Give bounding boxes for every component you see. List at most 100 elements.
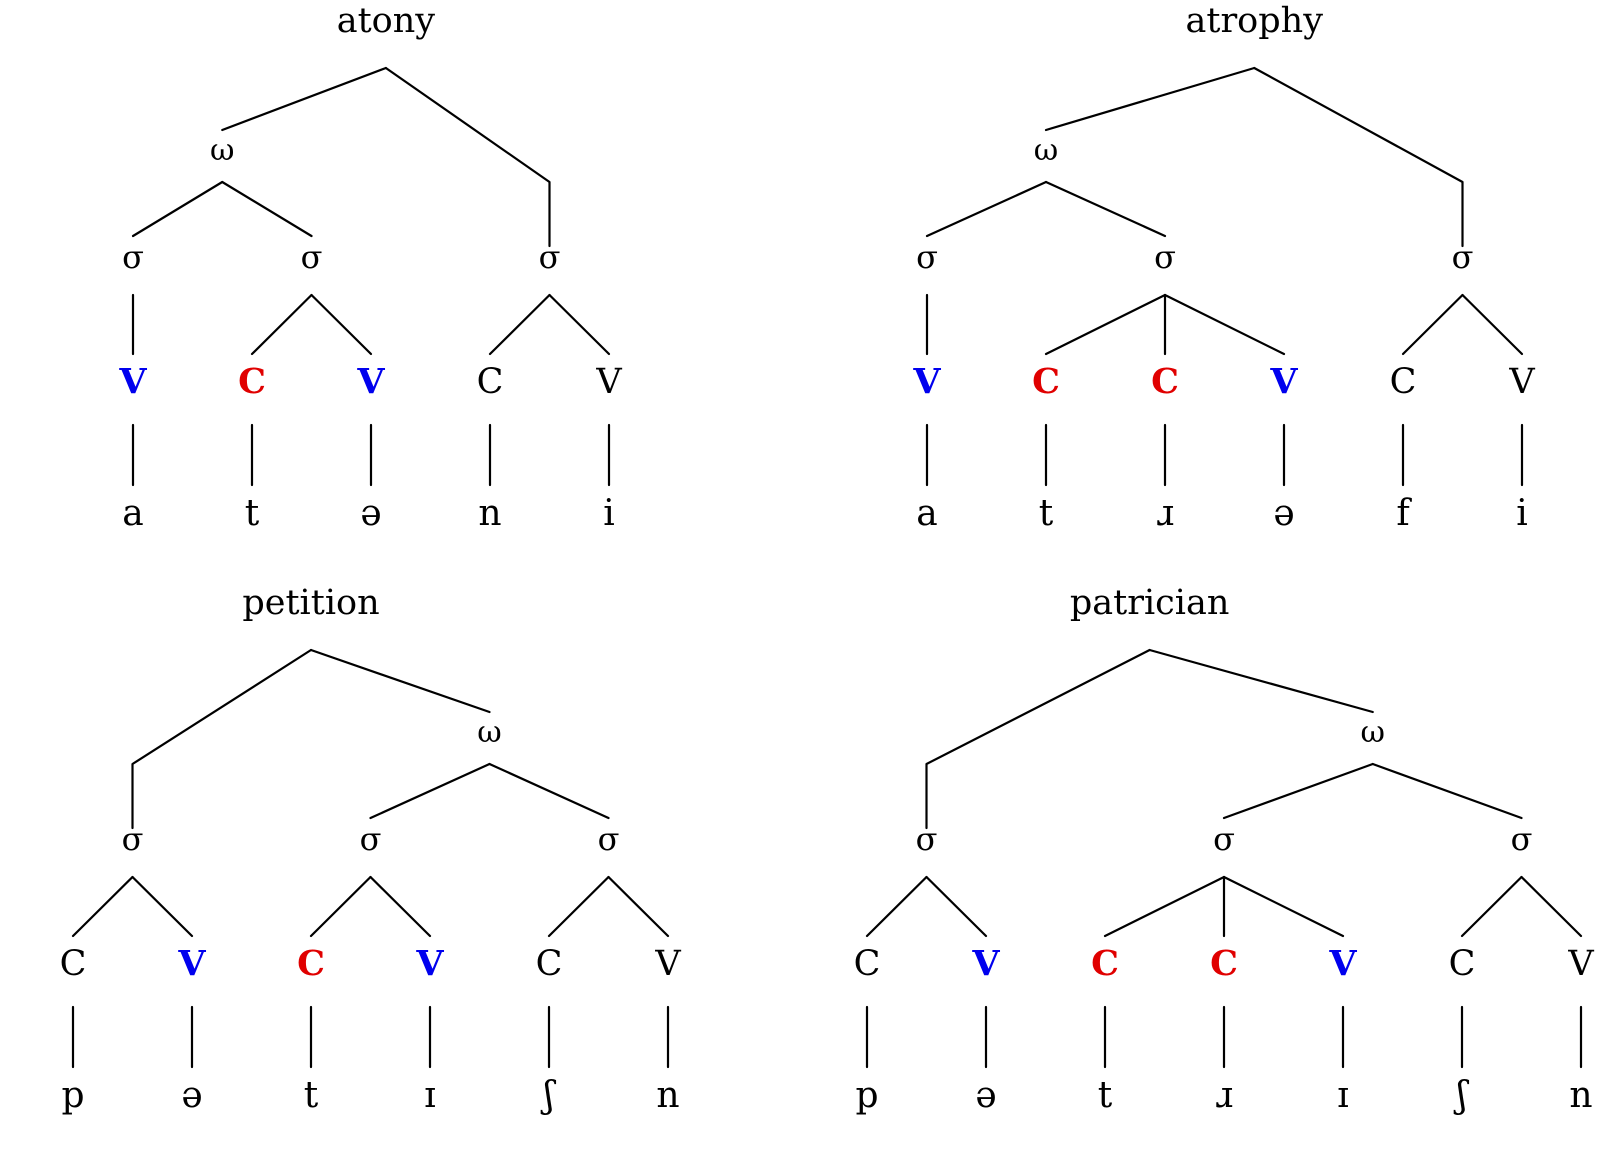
segment: ə: [181, 1075, 202, 1116]
syllable-branch: [1460, 875, 1523, 938]
segment: ʃ: [1453, 1075, 1469, 1116]
segment: i: [603, 493, 615, 534]
syllable-branch: [369, 875, 432, 938]
segment: p: [855, 1075, 878, 1116]
segment: ɹ: [1215, 1075, 1233, 1116]
cv-slot-c: C: [854, 944, 881, 984]
cv-slot-c: C: [1151, 361, 1179, 402]
tree-title: atony: [337, 1, 436, 41]
prosodic-word-node: ω: [1361, 715, 1385, 750]
segment: f: [1396, 493, 1412, 534]
syllable-node: σ: [916, 820, 938, 858]
root-branch: [1148, 648, 1374, 714]
segment: p: [61, 1075, 84, 1116]
cv-slot-v: V: [595, 362, 622, 402]
syllable-branch: [250, 293, 313, 356]
prosodic-word-node: ω: [1034, 133, 1058, 168]
root-branch: [221, 66, 387, 132]
segment: ɪ: [1337, 1075, 1349, 1116]
tree-title: patrician: [1070, 583, 1229, 623]
segment: ʃ: [540, 1075, 556, 1116]
segment: a: [122, 493, 143, 534]
segment: ə: [975, 1075, 996, 1116]
cv-slot-v: V: [1567, 944, 1594, 984]
segment: ə: [360, 493, 381, 534]
cv-slot-c: C: [1390, 362, 1417, 402]
tree-title: petition: [242, 583, 379, 623]
segment: n: [656, 1075, 679, 1116]
cv-slot-c: C: [536, 944, 563, 984]
cv-slot-v: V: [118, 361, 147, 402]
root-branch: [925, 648, 1151, 830]
syllable-node: σ: [301, 238, 323, 276]
root-branch: [309, 648, 491, 714]
root-branch: [1044, 66, 1256, 132]
word-branch: [131, 180, 224, 238]
root-branch: [131, 648, 313, 830]
syllable-branch: [1163, 293, 1286, 356]
cv-slot-c: C: [60, 944, 87, 984]
syllable-node: σ: [122, 820, 144, 858]
segment: ɪ: [424, 1075, 436, 1116]
cv-slot-v: V: [1508, 362, 1535, 402]
cv-slot-v: V: [654, 944, 681, 984]
syllable-branch: [607, 875, 670, 938]
cv-slot-v: V: [177, 943, 206, 984]
prosodic-word-node: ω: [477, 715, 501, 750]
cv-slot-c: C: [1091, 943, 1119, 984]
word-branch: [221, 180, 313, 238]
syllable-branch: [925, 875, 988, 938]
syllable-branch: [548, 293, 611, 356]
cv-slot-c: C: [1032, 361, 1060, 402]
segment: ə: [1273, 493, 1294, 534]
syllable-node: σ: [539, 238, 561, 276]
prosodic-word-node: ω: [210, 133, 234, 168]
syllable-node: σ: [1213, 820, 1235, 858]
syllable-branch: [865, 875, 928, 938]
root-branch: [1253, 66, 1464, 248]
word-branch: [1222, 762, 1374, 820]
cv-slot-c: C: [1210, 943, 1238, 984]
segment: t: [1039, 493, 1054, 534]
cv-slot-v: V: [971, 943, 1000, 984]
syllable-node: σ: [598, 820, 620, 858]
syllable-branch: [1044, 293, 1167, 356]
word-branch: [369, 762, 491, 820]
syllable-branch: [488, 293, 551, 356]
segment: ɹ: [1156, 493, 1174, 534]
syllable-branch: [309, 875, 372, 938]
cv-slot-v: V: [415, 943, 444, 984]
syllable-branch: [1222, 875, 1345, 938]
cv-slot-c: C: [238, 361, 266, 402]
syllable-branch: [547, 875, 610, 938]
word-branch: [1044, 180, 1167, 238]
syllable-branch: [1520, 875, 1583, 938]
root-branch: [384, 66, 551, 248]
syllable-branch: [131, 875, 194, 938]
syllable-node: σ: [916, 238, 938, 276]
cv-slot-c: C: [1449, 944, 1476, 984]
cv-slot-v: V: [1269, 361, 1298, 402]
segment: t: [304, 1075, 319, 1116]
syllable-branch: [1461, 293, 1524, 356]
cv-slot-v: V: [912, 361, 941, 402]
segment: t: [1098, 1075, 1113, 1116]
cv-slot-c: C: [297, 943, 325, 984]
syllable-branch: [1401, 293, 1464, 356]
cv-slot-v: V: [356, 361, 385, 402]
segment: n: [1569, 1075, 1592, 1116]
syllable-branch: [71, 875, 134, 938]
syllable-node: σ: [1154, 238, 1176, 276]
syllable-node: σ: [122, 238, 144, 276]
syllable-branch: [310, 293, 373, 356]
word-branch: [488, 762, 610, 820]
cv-slot-c: C: [477, 362, 504, 402]
word-branch: [925, 180, 1048, 238]
syllable-node: σ: [1452, 238, 1474, 276]
syllable-node: σ: [1511, 820, 1533, 858]
